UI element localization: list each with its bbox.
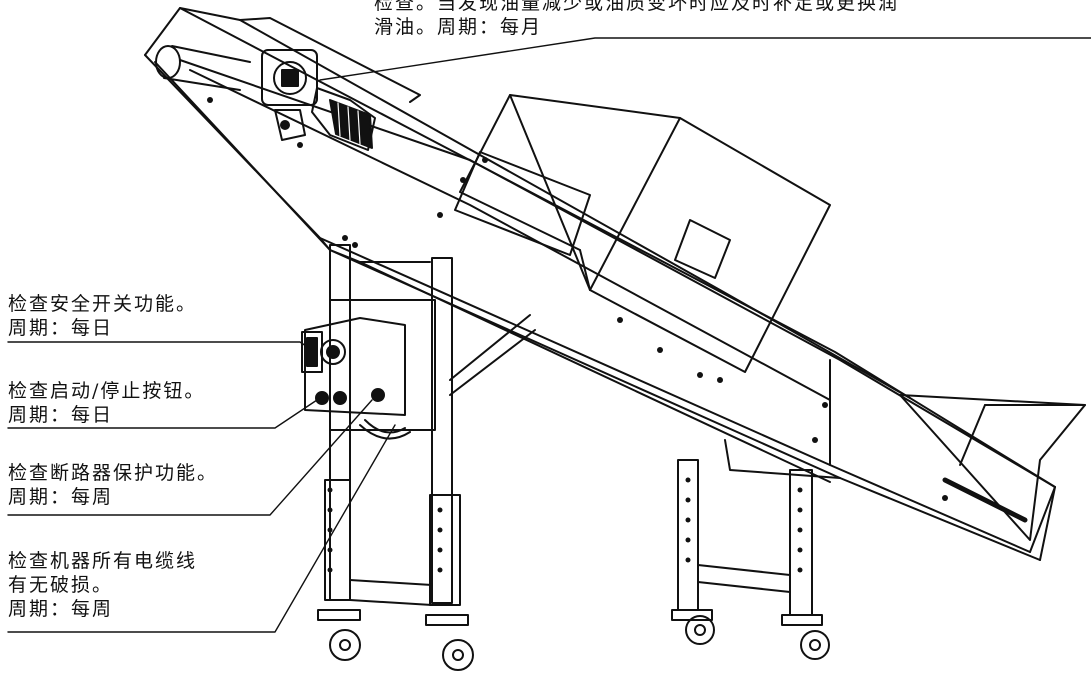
callout-safety-line-1: 检查安全开关功能。 <box>8 293 198 315</box>
leader-lines <box>7 37 1091 633</box>
frame-bolts <box>207 97 948 501</box>
leader-breaker <box>7 399 373 516</box>
caster-rear-left <box>671 609 715 645</box>
motor-assembly <box>261 49 376 151</box>
control-box <box>301 299 436 440</box>
front-legs <box>324 244 536 606</box>
callout-cable-line-2: 有无破损。 <box>8 574 114 596</box>
callout-cable-line-3: 周期：每周 <box>8 598 114 620</box>
callout-startstop-line-2: 周期：每日 <box>8 404 114 426</box>
rear-legs <box>677 459 813 616</box>
tail-hopper <box>899 394 1086 541</box>
callout-breaker-line-2: 周期：每周 <box>8 486 114 508</box>
callout-safety-line-2: 周期：每日 <box>8 317 114 339</box>
callout-oil-line-1: 检查。当发现油量减少或油质变坏时应及时补足或更换润 <box>374 0 900 14</box>
conveyor-frame <box>144 7 1056 561</box>
callout-breaker-line-1: 检查断路器保护功能。 <box>8 462 219 484</box>
callout-start-stop-button: 检查启动/停止按钮。 周期：每日 <box>8 379 205 427</box>
caster-front-right <box>425 614 474 671</box>
leader-cable <box>7 424 396 633</box>
caster-rear-right <box>781 614 830 660</box>
callout-cable-line-1: 检查机器所有电缆线 <box>8 550 198 572</box>
callout-oil-line-2: 滑油。周期：每月 <box>374 16 543 38</box>
callout-cable-inspection: 检查机器所有电缆线 有无破损。 周期：每周 <box>8 549 197 621</box>
callout-safety-switch: 检查安全开关功能。 周期：每日 <box>8 292 197 340</box>
caster-front-left <box>317 609 361 661</box>
callout-oil-check: 检查。当发现油量减少或油质变坏时应及时补足或更换润 滑油。周期：每月 <box>374 0 899 39</box>
leader-startstop <box>7 397 321 429</box>
leader-safety <box>7 341 313 351</box>
detector-housing <box>454 94 831 373</box>
casters <box>317 609 830 671</box>
leader-top <box>319 37 1091 81</box>
callout-startstop-line-1: 检查启动/停止按钮。 <box>8 380 206 402</box>
callout-breaker-protection: 检查断路器保护功能。 周期：每周 <box>8 461 218 509</box>
